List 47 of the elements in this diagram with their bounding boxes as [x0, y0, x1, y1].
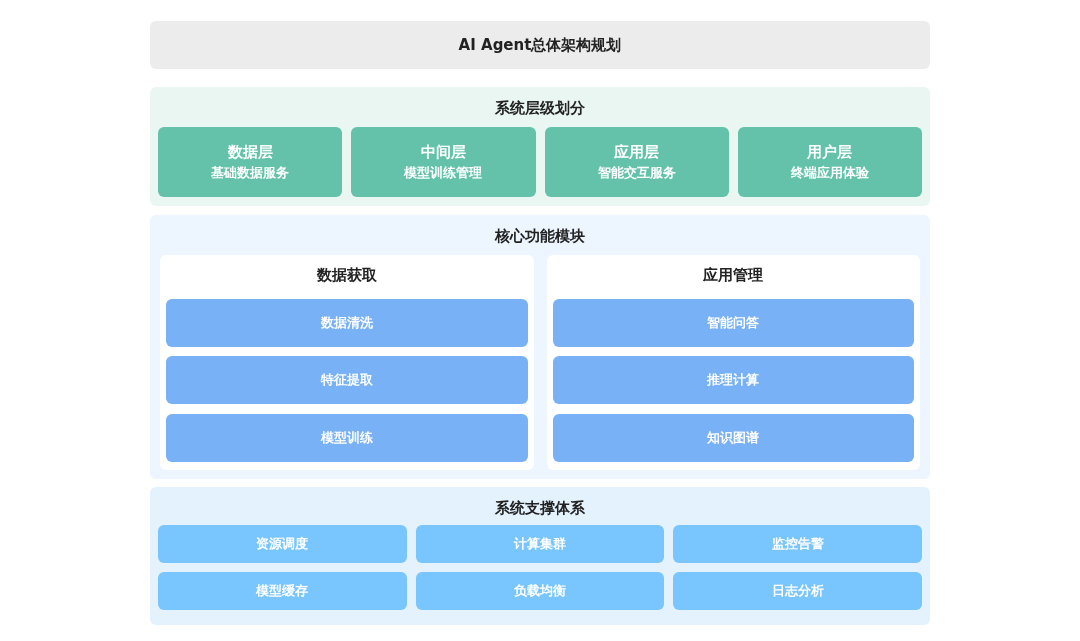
support-band [150, 487, 930, 625]
support-box [158, 572, 407, 610]
layer-description: 终端应用体验 [790, 165, 869, 181]
function-box [166, 298, 528, 347]
layer-box [351, 127, 536, 197]
box-label: 知识图谱 [707, 429, 760, 446]
function-box [552, 413, 914, 462]
layer-description: 模型训练管理 [404, 165, 483, 181]
box-label: 智能问答 [707, 314, 760, 331]
panel-heading: 数据获取 [316, 265, 377, 284]
support-box [415, 525, 665, 563]
layer-name: 数据层 [227, 143, 273, 162]
support-box [158, 525, 407, 563]
section-heading: 系统支撑体系 [495, 499, 585, 517]
box-label: 负载均衡 [514, 583, 566, 599]
support-box [415, 572, 665, 610]
layer-description: 智能交互服务 [597, 165, 676, 181]
module-band [150, 214, 930, 479]
module-panel [546, 254, 920, 470]
support-box [673, 525, 922, 563]
layer-band [150, 87, 930, 206]
box-label: 特征提取 [320, 372, 373, 388]
layer-box [544, 127, 729, 197]
box-label: 模型缓存 [256, 583, 309, 599]
module-panel [160, 254, 534, 470]
function-box [166, 413, 528, 462]
layer-name: 用户层 [807, 143, 853, 162]
box-label: 推理计算 [707, 372, 760, 388]
box-label: 计算集群 [514, 536, 566, 552]
panel-heading: 应用管理 [703, 265, 764, 284]
layer-name: 应用层 [614, 143, 660, 162]
layer-description: 基础数据服务 [211, 165, 290, 181]
function-box [166, 356, 528, 404]
box-label: 监控告警 [771, 536, 824, 552]
function-box [552, 298, 914, 347]
section-heading: 系统层级划分 [495, 99, 585, 117]
diagram-title: AI Agent总体架构规划 [458, 36, 622, 54]
box-label: 数据清洗 [320, 314, 373, 331]
box-label: 模型训练 [320, 429, 373, 446]
layer-box [737, 127, 922, 197]
function-box [552, 356, 914, 404]
layer-box [158, 127, 343, 197]
box-label: 日志分析 [771, 583, 824, 599]
support-box [673, 572, 922, 610]
section-heading: 核心功能模块 [495, 226, 585, 245]
layer-name: 中间层 [420, 143, 466, 162]
box-label: 资源调度 [256, 536, 309, 552]
